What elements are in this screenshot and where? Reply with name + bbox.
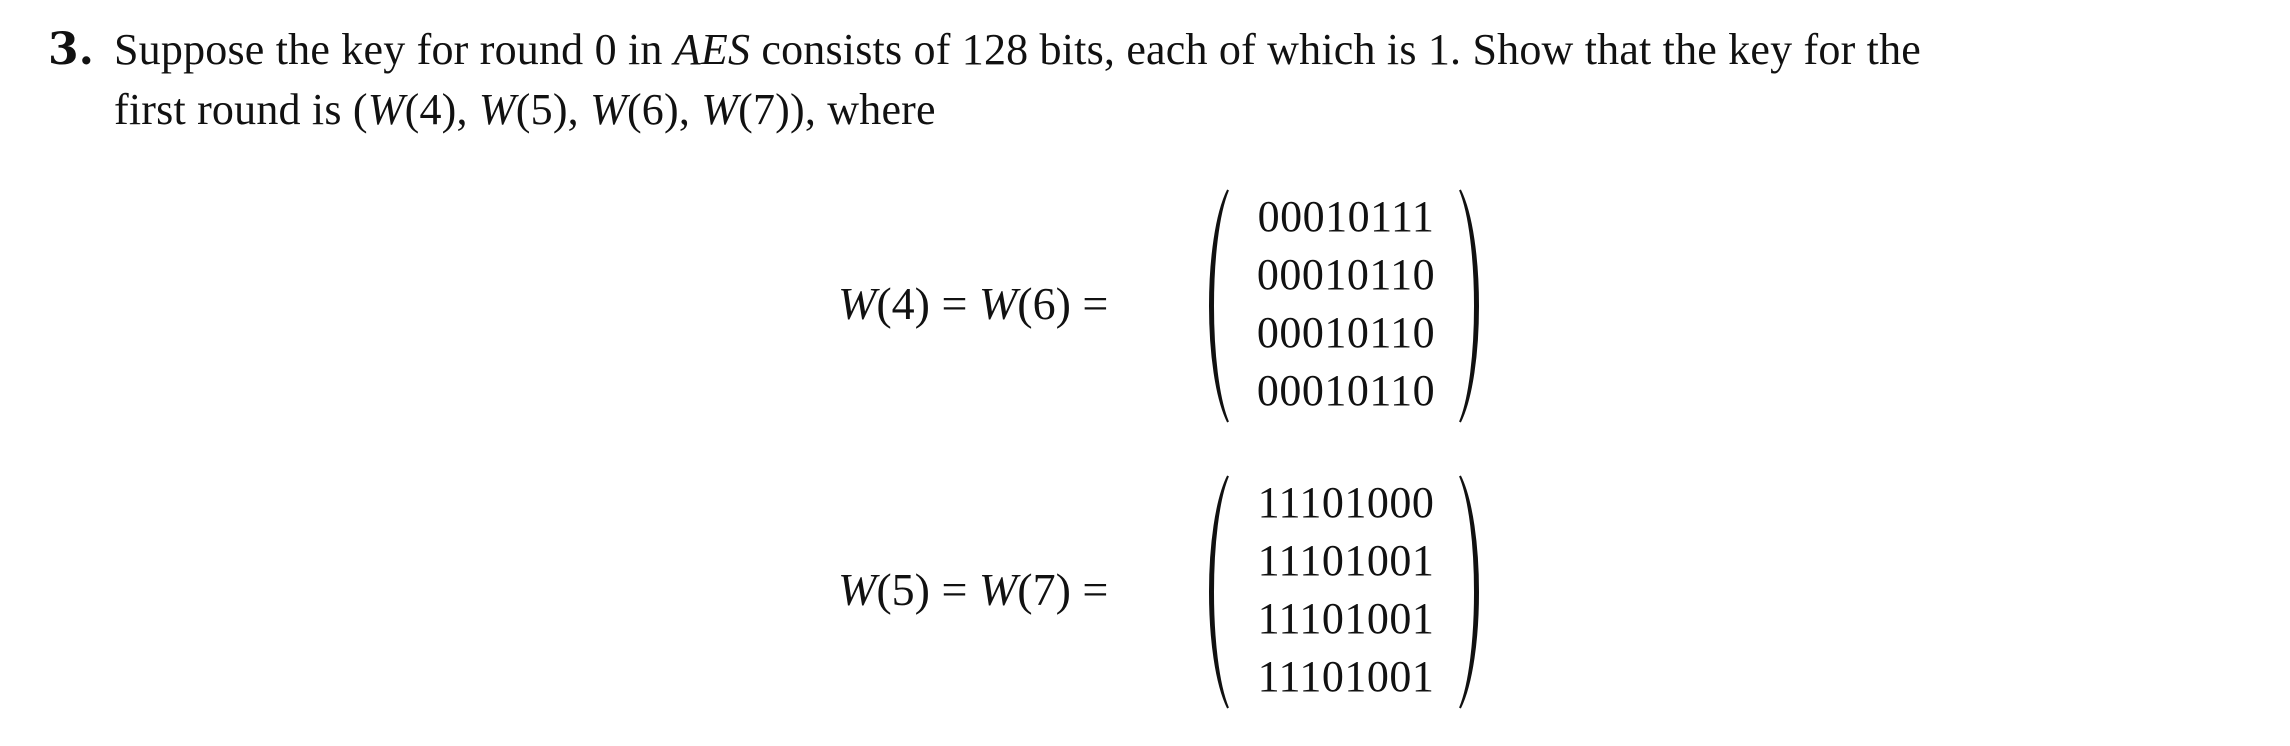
problem-text-line-1: Suppose the key for round 0 in AES consi… (114, 22, 1921, 78)
equation-lhs: W(5) = W(7) = (838, 560, 1108, 620)
w-symbol: W (838, 278, 877, 329)
w-symbol: W (701, 85, 739, 134)
right-paren-icon (1456, 474, 1490, 710)
problem-number: 3. (48, 24, 94, 75)
w-symbol: W (978, 564, 1018, 615)
matrix-entry: 00010110 (1256, 308, 1436, 357)
text-segment: Suppose the key for round 0 in (114, 25, 674, 74)
w-symbol: W (978, 278, 1018, 329)
equation-w5-w7: W(5) = W(7) = 11101000 11101001 11101001… (0, 474, 2290, 710)
lhs-text: (4) = (876, 278, 979, 329)
matrix-entry: 00010111 (1257, 192, 1435, 241)
w-symbol: W (590, 85, 627, 134)
matrix-entry: 11101001 (1257, 594, 1435, 643)
text-segment: (6), (626, 85, 702, 134)
w-symbol: W (838, 564, 877, 615)
lhs-text: (5) = (876, 564, 979, 615)
matrix-entry: 11101001 (1257, 652, 1435, 701)
matrix-entries: 11101000 11101001 11101001 11101001 (1246, 474, 1446, 706)
matrix-entry: 11101000 (1257, 478, 1435, 527)
lhs-text: (7) = (1017, 564, 1109, 615)
aes-term: AES (673, 25, 751, 74)
w-symbol: W (367, 85, 405, 134)
w-symbol: W (478, 85, 516, 134)
text-segment: first round is ( (114, 85, 368, 134)
matrix-entry: 00010110 (1256, 366, 1436, 415)
matrix-entry: 11101001 (1257, 536, 1435, 585)
lhs-text: (6) = (1017, 278, 1109, 329)
text-segment: (7)), where (738, 85, 936, 134)
text-segment: (4), (404, 85, 479, 134)
matrix-entries: 00010111 00010110 00010110 00010110 (1246, 188, 1446, 420)
right-paren-icon (1456, 188, 1490, 424)
equation-w4-w6: W(4) = W(6) = 00010111 00010110 00010110… (0, 188, 2290, 424)
matrix-entry: 00010110 (1256, 250, 1436, 299)
equation-lhs: W(4) = W(6) = (838, 274, 1108, 334)
left-paren-icon (1198, 188, 1232, 424)
left-paren-icon (1198, 474, 1232, 710)
problem-text-line-2: first round is (W(4), W(5), W(6), W(7)),… (114, 82, 936, 138)
text-segment: consists of 128 bits, each of which is 1… (750, 25, 1922, 74)
text-segment: (5), (515, 85, 591, 134)
